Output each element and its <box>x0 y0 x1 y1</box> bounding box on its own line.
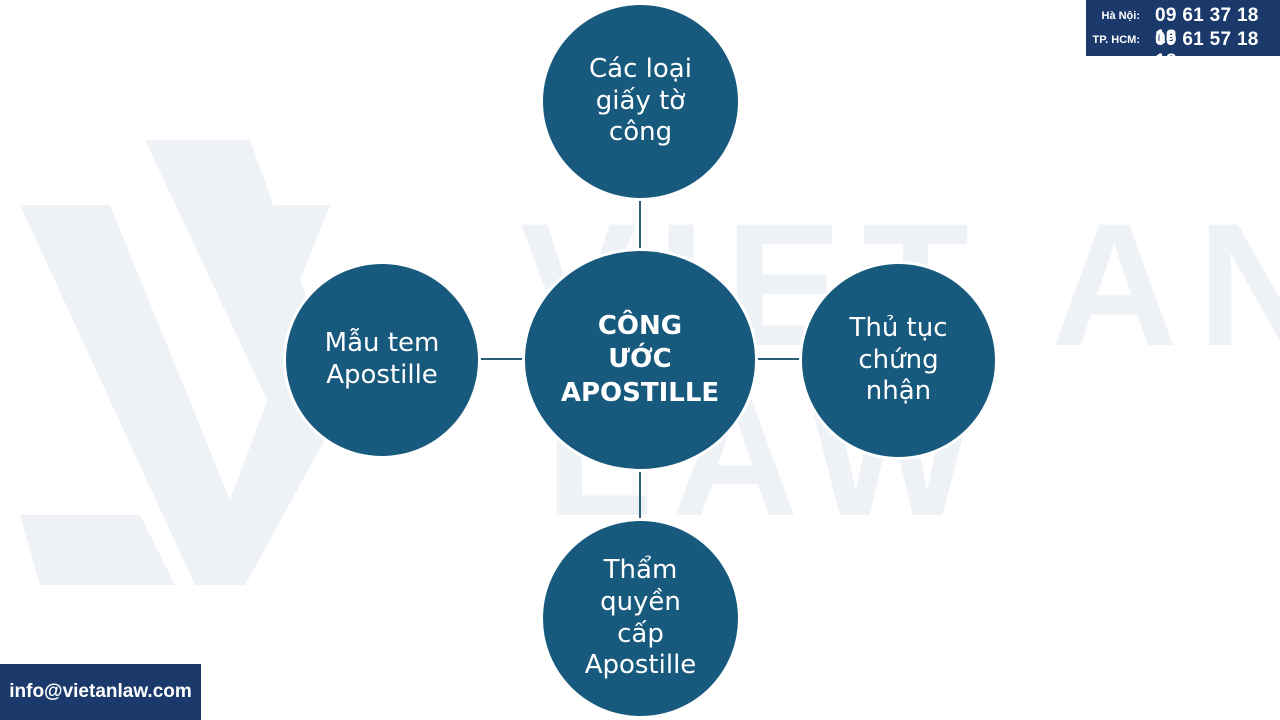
node-right: Thủ tục chứng nhận <box>802 264 995 457</box>
node-top: Các loại giấy tờ công <box>543 5 738 198</box>
hotline-hcm-label: TP. HCM: <box>1092 34 1140 46</box>
node-top-label: Các loại giấy tờ công <box>589 53 692 148</box>
node-bottom-label: Thẩm quyền cấp Apostille <box>584 555 697 681</box>
node-left: Mẫu tem Apostille <box>286 264 478 456</box>
email-box: info@vietanlaw.com <box>0 664 201 720</box>
hotline-hanoi: Hà Nội: 09 61 37 18 18 <box>1086 3 1280 48</box>
connector-top <box>639 196 641 252</box>
node-right-label: Thủ tục chứng nhận <box>849 312 948 407</box>
node-bottom: Thẩm quyền cấp Apostille <box>543 521 738 716</box>
hotline-box: Hà Nội: 09 61 37 18 18 TP. HCM: 09 61 57… <box>1086 0 1280 72</box>
connector-right <box>755 358 801 360</box>
hotline-hcm: TP. HCM: 09 61 57 18 18 <box>1086 27 1280 72</box>
node-center: CÔNG ƯỚC APOSTILLE <box>525 251 755 469</box>
email-link[interactable]: info@vietanlaw.com <box>9 681 192 702</box>
watermark-chevron-3 <box>230 205 330 380</box>
node-center-label: CÔNG ƯỚC APOSTILLE <box>560 311 720 408</box>
connector-bottom <box>639 468 641 524</box>
node-left-label: Mẫu tem Apostille <box>324 328 440 390</box>
watermark-chevron-4 <box>20 515 175 585</box>
connector-left <box>480 358 526 360</box>
watermark-chevron-1 <box>20 205 330 585</box>
hotline-hanoi-phone[interactable]: 09 61 37 18 18 <box>1155 5 1259 48</box>
hotline-hcm-phone[interactable]: 09 61 57 18 18 <box>1155 29 1259 72</box>
hotline-hanoi-label: Hà Nội: <box>1101 10 1141 22</box>
